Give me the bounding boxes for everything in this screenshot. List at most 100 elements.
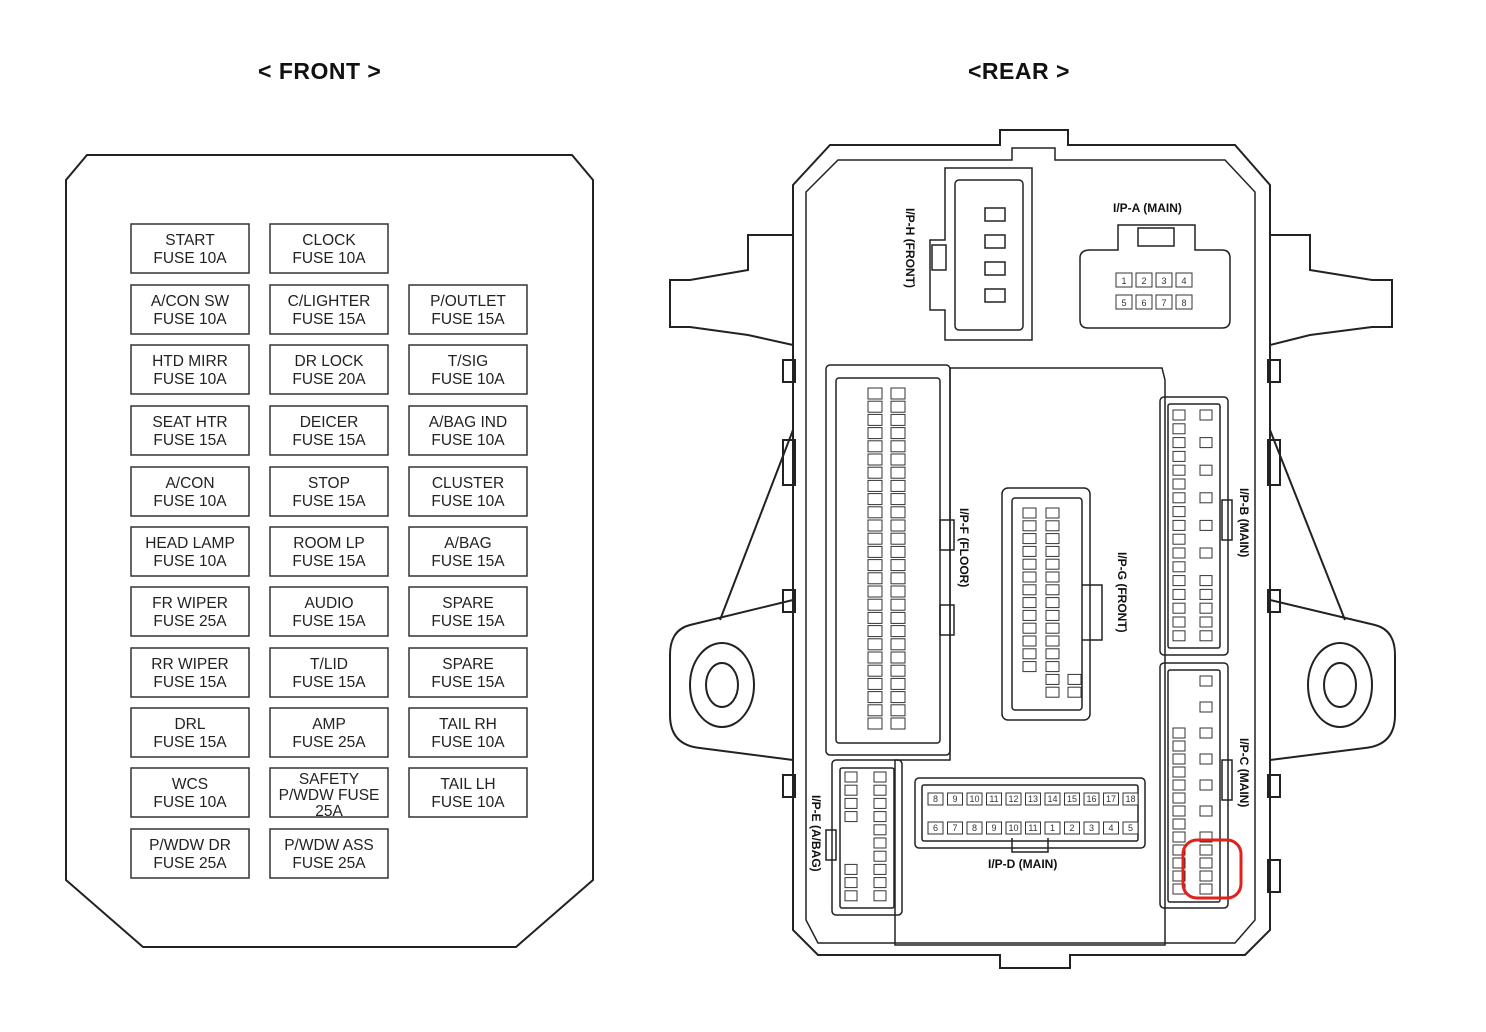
pin-cavity [1155, 272, 1173, 288]
ip-c-connector [1159, 662, 1233, 909]
pin-cavity [1172, 831, 1186, 843]
pin-cavity [1172, 753, 1186, 765]
pin-cavity [947, 821, 963, 835]
pin-cavity [890, 493, 906, 506]
pin-cavity [1199, 519, 1213, 531]
pin-cavity [1022, 635, 1037, 647]
pin-cavity [1022, 622, 1037, 634]
fuse-name: A/CON [165, 475, 214, 492]
pin-cavity [873, 837, 887, 849]
fuse-rating: FUSE 10A [153, 371, 227, 388]
pin-cavity [867, 611, 883, 624]
fuse-cell-border [408, 405, 528, 456]
fuse-rating: FUSE 25A [292, 734, 366, 751]
pin-cavity [873, 811, 887, 823]
ip-c-label: I/P-C (MAIN) [1237, 738, 1251, 807]
fuse-rating: FUSE 25A [153, 613, 227, 630]
pin-cavity [1199, 575, 1213, 587]
pin-cavity [867, 440, 883, 453]
fuse-rating: FUSE 15A [431, 613, 505, 630]
fuse-cell-border [269, 828, 389, 879]
fuse-cell-border [130, 647, 250, 698]
pin-cavity [1172, 818, 1186, 830]
pin-cavity [1172, 630, 1186, 642]
pin-cavity [1172, 423, 1186, 435]
pin-cavity [867, 400, 883, 413]
fuse-rating: FUSE 15A [292, 613, 366, 630]
pin-number: 13 [1028, 794, 1038, 804]
pin-cavity [1199, 547, 1213, 559]
pin-cavity [873, 890, 887, 902]
fuse-name: HTD MIRR [152, 353, 228, 370]
pin-number: 2 [1141, 276, 1146, 286]
pin-cavity [844, 877, 858, 889]
pin-cavity [873, 863, 887, 875]
fuse-rating: FUSE 10A [431, 371, 505, 388]
pin-number: 18 [1125, 794, 1135, 804]
fuse-label-line: 25A [315, 803, 343, 820]
pin-cavity [867, 638, 883, 651]
pin-cavity [1172, 561, 1186, 573]
pin-cavity [1045, 686, 1060, 698]
pin-cavity [1172, 437, 1186, 449]
pin-cavity [1045, 609, 1060, 621]
pin-cavity [1045, 622, 1060, 634]
pin-cavity [890, 638, 906, 651]
pin-cavity [1025, 792, 1041, 806]
pin-number: 9 [952, 794, 957, 804]
ip-f-connector [825, 364, 955, 756]
fuse-rating: FUSE 10A [153, 493, 227, 510]
pin-cavity [1064, 792, 1080, 806]
pin-cavity [1172, 519, 1186, 531]
pin-cavity [1045, 545, 1060, 557]
pin-cavity [927, 792, 944, 806]
pin-cavity [1022, 571, 1037, 583]
pin-cavity [867, 519, 883, 532]
pin-cavity [986, 792, 1002, 806]
pin-cavity [844, 811, 858, 823]
pin-cavity [890, 664, 906, 677]
pin-number: 17 [1106, 794, 1116, 804]
fuse-cell-border [269, 526, 389, 577]
pin-cavity [890, 625, 906, 638]
ip-b-label: I/P-B (MAIN) [1237, 488, 1251, 557]
pin-cavity [867, 453, 883, 466]
pin-number: 12 [1008, 794, 1018, 804]
pin-cavity [890, 717, 906, 730]
pin-number: 8 [1181, 298, 1186, 308]
fuse-name: AMP [312, 716, 346, 733]
pin-cavity [867, 704, 883, 717]
pin-cavity [1045, 597, 1060, 609]
pin-number: 3 [1161, 276, 1166, 286]
fuse-cell-border [269, 767, 389, 818]
pin-cavity [1199, 588, 1213, 600]
pin-number: 15 [1067, 794, 1077, 804]
fuse-cell-border [408, 344, 528, 395]
pin-cavity [1172, 616, 1186, 628]
pin-cavity [1045, 648, 1060, 660]
pin-cavity [1172, 727, 1186, 739]
pin-cavity [1172, 766, 1186, 778]
pin-cavity [1022, 584, 1037, 596]
pin-number: 8 [972, 823, 977, 833]
fuse-rating: FUSE 10A [153, 553, 227, 570]
pin-cavity [1199, 701, 1213, 713]
fuse-cell-border [130, 284, 250, 335]
pin-cavity [1022, 507, 1037, 519]
pin-cavity [890, 387, 906, 400]
fuse-rating: FUSE 15A [153, 734, 227, 751]
pin-number: 7 [1161, 298, 1166, 308]
fuse-rating: FUSE 10A [153, 250, 227, 267]
fuse-cell-border [130, 344, 250, 395]
pin-cavity [1025, 821, 1041, 835]
ip-b-connector [1159, 396, 1233, 656]
fuse-cell-border [269, 466, 389, 517]
fuse-cell-border [130, 466, 250, 517]
pin-cavity [844, 797, 858, 809]
pin-number: 1 [1121, 276, 1126, 286]
pin-cavity [844, 890, 858, 902]
